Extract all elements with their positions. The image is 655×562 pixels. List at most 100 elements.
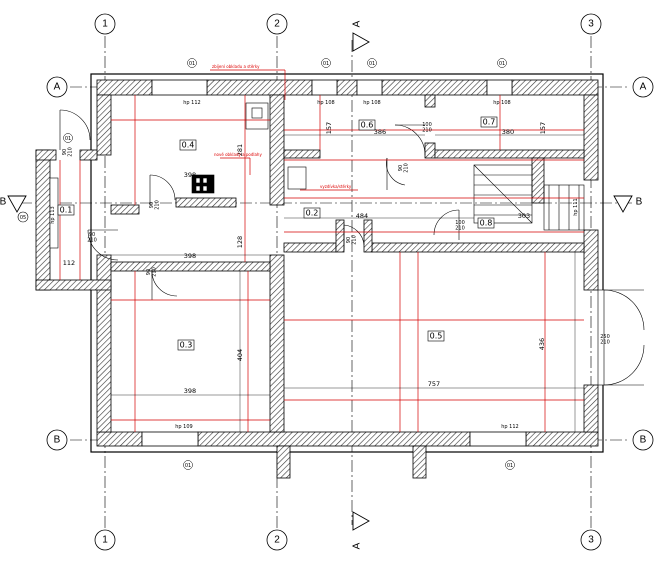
room-label-0-3: 0.3 — [177, 339, 195, 351]
svg-text:1: 1 — [102, 535, 108, 546]
svg-text:01: 01 — [65, 136, 71, 142]
window-labels: hp 112 hp 108 hp 108 hp 108 hp 109 hp 11… — [50, 100, 579, 430]
walls — [35, 73, 605, 479]
tag-01-top-b: 01 — [321, 58, 331, 68]
axis-bubble-top-1: 1 — [94, 13, 116, 35]
window-label-hp108-c: hp 108 — [493, 100, 510, 106]
svg-text:05: 05 — [20, 215, 26, 221]
axis-bubble-bottom-1: 1 — [94, 529, 116, 551]
fixtures — [49, 102, 307, 249]
axis-bubble-bottom-3: 3 — [580, 529, 602, 551]
dim-404: 404 — [236, 349, 244, 361]
svg-text:B: B — [640, 435, 647, 446]
window-label-hp112-bottom: hp 112 — [501, 424, 518, 430]
svg-text:B: B — [636, 197, 643, 208]
svg-text:01: 01 — [507, 463, 513, 469]
svg-text:0.6: 0.6 — [361, 121, 374, 130]
dim-386: 386 — [374, 128, 386, 136]
svg-text:0.4: 0.4 — [182, 141, 195, 150]
svg-text:A: A — [352, 20, 363, 27]
svg-text:2: 2 — [274, 19, 280, 30]
section-mark-bottom: A — [352, 511, 370, 549]
svg-text:01: 01 — [323, 61, 329, 67]
svg-text:B: B — [54, 435, 61, 446]
svg-text:A: A — [640, 82, 647, 93]
room-label-0-7: 0.7 — [480, 116, 498, 128]
red-note-1: zbíjení obkladu a stěrky — [212, 64, 260, 69]
window-label-hp111: hp 111 — [573, 198, 579, 215]
svg-text:1: 1 — [102, 19, 108, 30]
red-notes: zbíjení obkladu a stěrky nové obklady a … — [212, 64, 352, 189]
tag-circles: 01 01 01 01 01 01 01 — [63, 58, 515, 470]
window-label-hp112-top: hp 112 — [183, 100, 200, 106]
room-label-0-4: 0.4 — [179, 139, 197, 151]
dimension-lines — [111, 134, 584, 432]
svg-text:0.7: 0.7 — [483, 118, 496, 127]
dim-380: 380 — [502, 128, 514, 136]
room-label-0-8: 0.8 — [477, 217, 495, 229]
section-mark-left: B 05 — [0, 195, 29, 223]
room-label-0-1: 0.1 — [57, 204, 75, 216]
section-mark-top: A — [352, 20, 370, 52]
dim-484: 484 — [356, 212, 368, 220]
svg-text:0.3: 0.3 — [180, 341, 193, 350]
svg-text:0.1: 0.1 — [60, 206, 73, 215]
dim-281: 281 — [236, 144, 244, 156]
svg-text:0.8: 0.8 — [480, 219, 493, 228]
svg-text:01: 01 — [499, 61, 505, 67]
svg-text:01: 01 — [369, 61, 375, 67]
tag-01-bottom-a: 01 — [183, 460, 193, 470]
red-note-3: vyzdívka/stěrky — [320, 184, 352, 189]
staircase — [473, 164, 585, 231]
dim-128: 128 — [236, 236, 244, 248]
svg-text:3: 3 — [588, 19, 594, 30]
room-label-0-2: 0.2 — [303, 207, 321, 219]
window-label-hp108-a: hp 108 — [317, 100, 334, 106]
tag-01-bottom-b: 01 — [505, 460, 515, 470]
door-size-9: 90210 — [62, 147, 74, 157]
axis-bubble-top-2: 2 — [266, 13, 288, 35]
svg-text:B: B — [0, 197, 7, 208]
svg-text:2: 2 — [274, 535, 280, 546]
axis-bubble-right-a: A — [632, 76, 654, 98]
axis-bubble-bottom-2: 2 — [266, 529, 288, 551]
window-label-hp109: hp 109 — [175, 424, 192, 430]
red-note-2: nové obklady a podlahy — [214, 152, 262, 157]
svg-text:0.5: 0.5 — [430, 332, 443, 341]
dim-112: 112 — [63, 259, 75, 267]
svg-text:A: A — [54, 82, 61, 93]
door-size-1: 90210 — [149, 200, 161, 210]
tag-01-door: 01 — [63, 133, 73, 143]
dim-398-c: 398 — [184, 171, 196, 179]
axis-bubble-left-b: B — [46, 429, 68, 451]
axis-lines — [20, 36, 635, 528]
axis-bubble-top-3: 3 — [580, 13, 602, 35]
svg-text:01: 01 — [189, 61, 195, 67]
tag-01-top-d: 01 — [497, 58, 507, 68]
axis-bubble-left-a: A — [46, 76, 68, 98]
dim-398-b: 398 — [184, 387, 196, 395]
dim-398-a: 398 — [184, 252, 196, 260]
door-size-4: 90210 — [346, 235, 358, 245]
dim-436: 436 — [538, 338, 546, 350]
door-size-3: 90210 — [146, 267, 158, 277]
dim-157-b: 157 — [539, 122, 547, 134]
tag-01-top-c: 01 — [367, 58, 377, 68]
svg-text:A: A — [352, 542, 363, 549]
svg-text:01: 01 — [185, 463, 191, 469]
red-lines — [59, 69, 584, 432]
svg-text:0.2: 0.2 — [306, 209, 319, 218]
window-label-hp113: hp 113 — [50, 206, 56, 223]
section-mark-right: B — [613, 195, 643, 213]
door-size-5: 90210 — [398, 163, 410, 173]
doors — [59, 109, 645, 386]
dim-157-a: 157 — [325, 122, 333, 134]
room-label-0-6: 0.6 — [358, 119, 376, 131]
axis-bubble-right-b: B — [632, 429, 654, 451]
dimension-texts: 386 380 398 398 398 484 303 757 112 404 … — [63, 122, 547, 395]
